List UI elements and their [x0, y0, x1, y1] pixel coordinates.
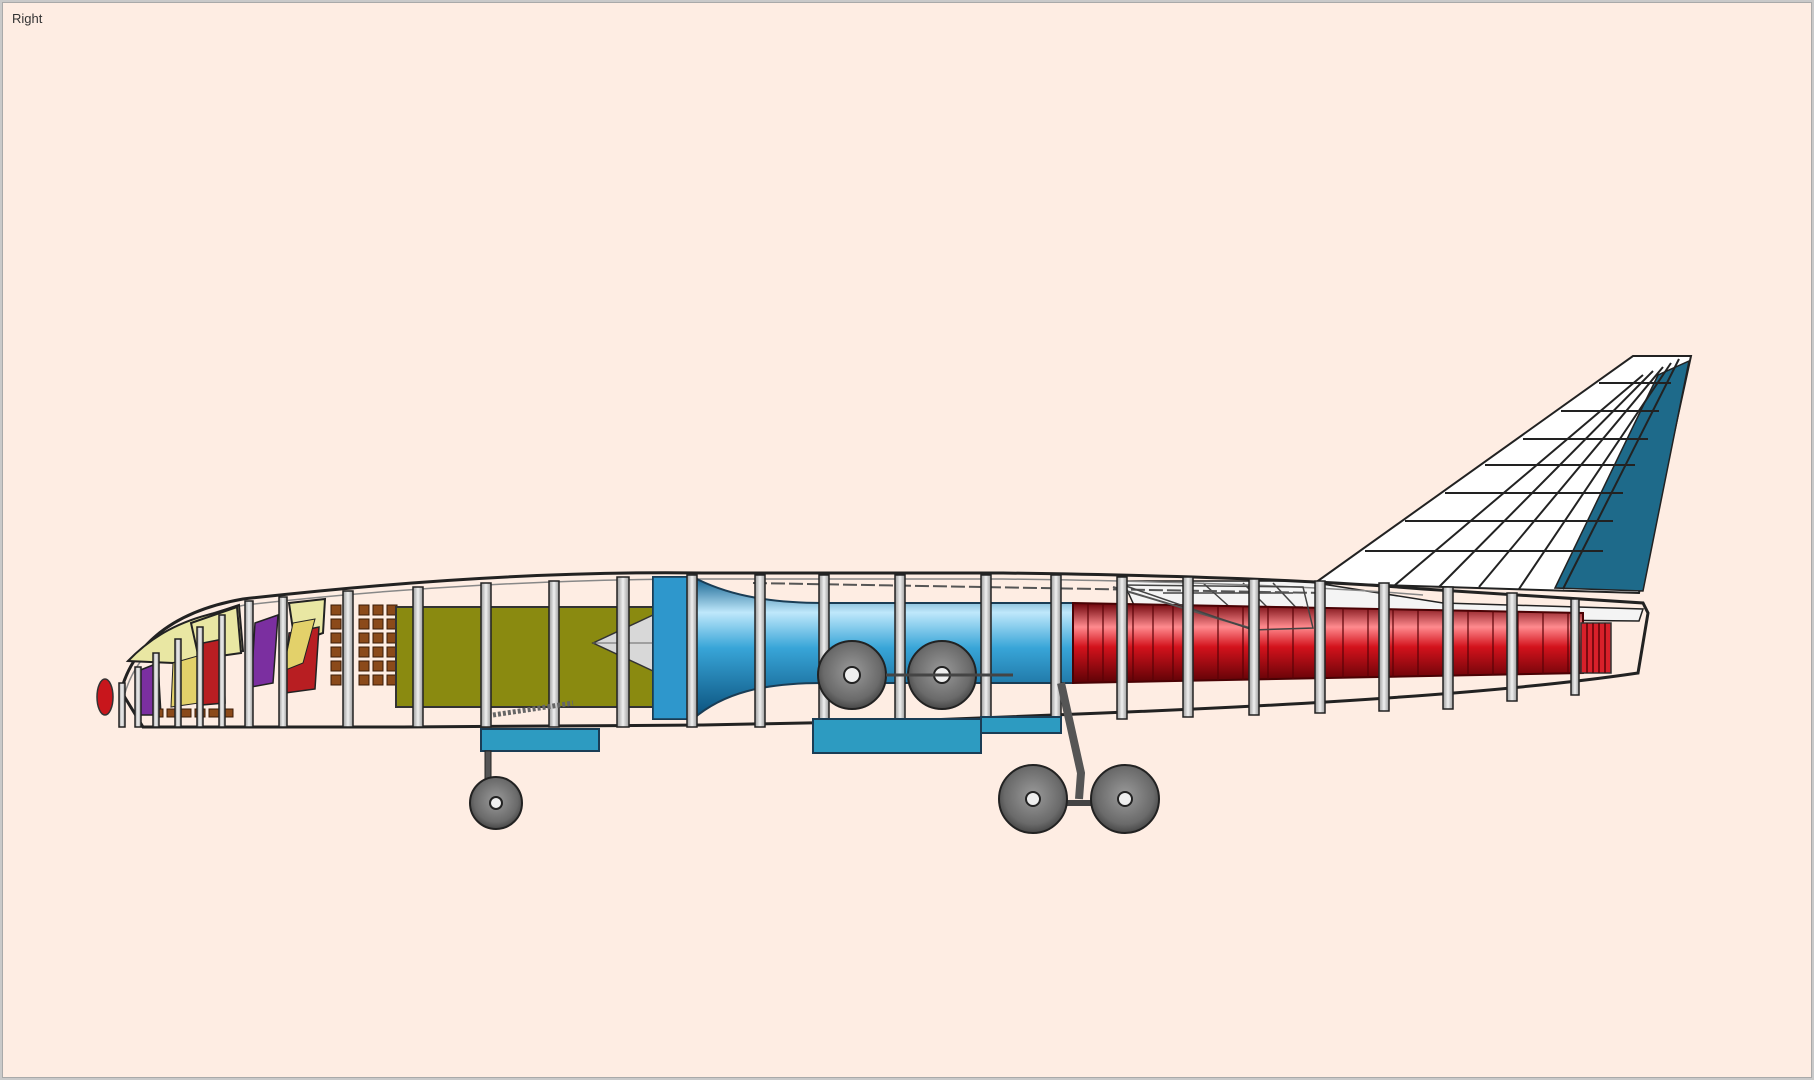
- exhaust-nozzle: [1580, 622, 1612, 674]
- cargo-bay[interactable]: [395, 606, 657, 708]
- seat-rear: [250, 613, 279, 688]
- tail-fin[interactable]: [1312, 355, 1693, 595]
- main-landing-gear[interactable]: [812, 682, 1160, 834]
- aircraft-model[interactable]: [3, 3, 1811, 1077]
- view-orientation-label: Right: [12, 11, 43, 26]
- nose-cone[interactable]: [96, 678, 114, 716]
- engine-hot-section[interactable]: [1072, 601, 1584, 685]
- nose-landing-gear[interactable]: [469, 700, 600, 830]
- stowed-main-gear[interactable]: [817, 640, 1013, 710]
- fuselage-frames: [118, 574, 1580, 728]
